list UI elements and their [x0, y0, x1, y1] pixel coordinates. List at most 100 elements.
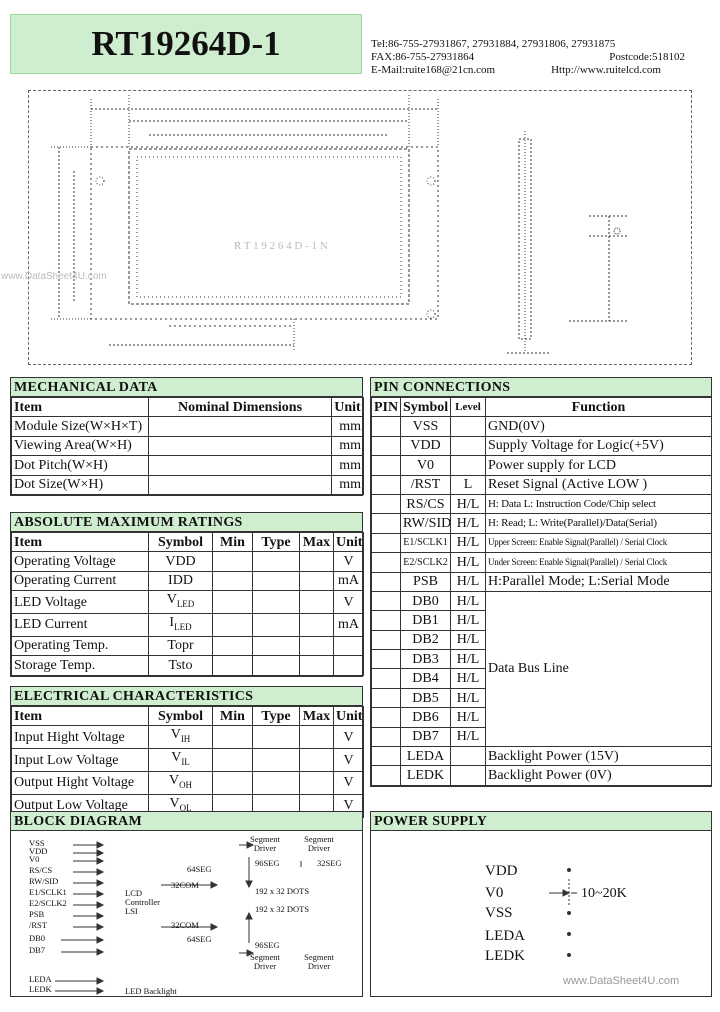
absolute-symbol: Tsto — [148, 655, 213, 676]
pin-function: Supply Voltage for Logic(+5V) — [485, 435, 712, 457]
electrical-unit: V — [333, 725, 364, 750]
electrical-symbol: VIL — [148, 748, 213, 772]
pin-level — [450, 416, 486, 437]
electrical-symbol-text: V — [171, 750, 182, 766]
pin-function: H:Parallel Mode; L:Serial Mode — [485, 571, 712, 592]
dots1-label: 192 x 32 DOTS — [255, 886, 310, 896]
electrical-item: Input Low Voltage — [11, 748, 149, 772]
pin-number — [371, 746, 401, 767]
power-label: VSS — [485, 905, 513, 921]
power-supply-title: POWER SUPPLY — [371, 812, 711, 831]
absolute-min — [212, 570, 253, 592]
col-item: Item — [11, 396, 149, 418]
resistor-value: 10~20K — [581, 886, 627, 901]
pin-level: H/L — [450, 707, 486, 728]
absolute-unit: mA — [333, 570, 364, 592]
pin-number — [371, 513, 401, 534]
absolute-type — [252, 655, 300, 676]
electrical-type — [252, 725, 300, 750]
signal-label: PSB — [29, 909, 45, 919]
absolute-min — [212, 635, 253, 657]
pin-number — [371, 590, 401, 612]
absolute-symbol: VDD — [148, 551, 213, 572]
block-diagram-panel: BLOCK DIAGRAM — [10, 811, 363, 997]
absolute-col-3: Type — [252, 531, 300, 553]
electrical-symbol-sub: OL — [179, 802, 192, 813]
pin-connections-title: PIN CONNECTIONS — [371, 378, 711, 397]
pin-symbol: PSB — [400, 571, 451, 592]
col-pin: PIN — [371, 396, 401, 418]
pin-symbol: DB4 — [400, 668, 451, 689]
power-label: V0 — [485, 885, 504, 901]
pin-level: H/L — [450, 571, 486, 592]
electrical-max — [299, 748, 334, 772]
pin-symbol: DB0 — [400, 590, 451, 612]
absolute-max — [299, 590, 334, 614]
absolute-item: Operating Current — [11, 570, 149, 592]
mech-nominal — [148, 435, 332, 457]
outline-drawing: R T 1 9 2 6 4 D - 1 N — [51, 95, 629, 354]
absolute-item: LED Current — [11, 612, 149, 637]
fax-text: FAX:86-755-27931864 — [371, 51, 475, 63]
pin-number — [371, 687, 401, 709]
drawing-center-text: R T 1 9 2 6 4 D - 1 N — [234, 240, 328, 252]
electrical-max — [299, 770, 334, 795]
absolute-symbol-text: Topr — [167, 638, 194, 654]
pin-number — [371, 532, 401, 554]
pin-number — [371, 493, 401, 515]
absolute-symbol-text: V — [166, 592, 177, 608]
mech-nominal — [148, 474, 332, 495]
absolute-symbol-sub: LED — [176, 598, 195, 609]
mech-unit: mm — [331, 416, 364, 437]
watermark-top: www.DataSheet4U.com — [1, 271, 107, 282]
pin-symbol: /RST — [400, 474, 451, 495]
pin-level: H/L — [450, 687, 486, 709]
absolute-type — [252, 570, 300, 592]
signal-label: LEDA — [29, 974, 52, 984]
signal-label: V0 — [29, 854, 40, 864]
pin-level: H/L — [450, 513, 486, 534]
signal-label: RW/SID — [29, 876, 59, 886]
pin-function: Under Screen: Enable Signal(Parallel) / … — [485, 552, 712, 573]
absolute-unit: V — [333, 590, 364, 614]
mechanical-data-title: MECHANICAL DATA — [11, 378, 362, 397]
signal-label: E1/SCLK1 — [29, 887, 67, 897]
electrical-type — [252, 748, 300, 772]
electrical-symbol-sub: IH — [180, 734, 191, 745]
absolute-row: Operating Temp.Topr — [11, 635, 364, 657]
mechanical-data-panel: MECHANICAL DATA Item Nominal Dimensions … — [10, 377, 364, 496]
pin-symbol: LEDK — [400, 765, 451, 786]
mechanical-row: Dot Size(W×H)mm — [11, 474, 364, 495]
pin-number — [371, 416, 401, 437]
pin-symbol: DB6 — [400, 707, 451, 728]
electrical-max — [299, 725, 334, 750]
pin-connections-panel: PIN CONNECTIONS PIN Symbol Level Functio… — [370, 377, 712, 787]
web-link[interactable]: Http://www.ruitelcd.com — [551, 64, 661, 76]
pin-function-databus: Data Bus Line — [485, 590, 712, 748]
absolute-item: Storage Temp. — [11, 655, 149, 676]
absolute-max — [299, 655, 334, 676]
block-diagram-title: BLOCK DIAGRAM — [11, 812, 362, 831]
pin-number — [371, 571, 401, 592]
absolute-max — [299, 551, 334, 572]
electrical-item: Input Hight Voltage — [11, 725, 149, 750]
col-symbol: Symbol — [400, 396, 451, 418]
segment-driver-bot2-label: Segment Driver — [304, 952, 334, 971]
dots2-label: 192 x 32 DOTS — [255, 904, 310, 914]
signal-label: LEDK — [29, 984, 52, 994]
absolute-symbol: IDD — [148, 570, 213, 592]
electrical-symbol: VIH — [148, 725, 213, 750]
absolute-row: Storage Temp.Tsto — [11, 655, 364, 676]
pin-level: H/L — [450, 590, 486, 612]
absolute-unit — [333, 655, 364, 676]
